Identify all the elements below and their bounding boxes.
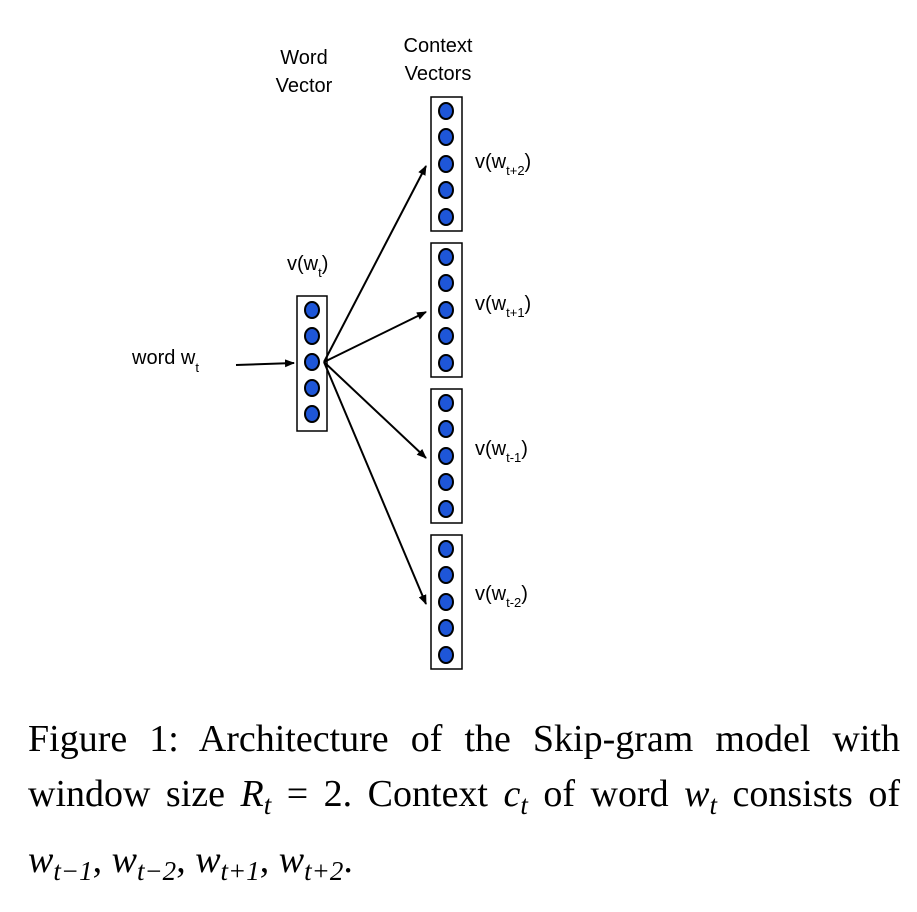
caption-math-subscript: t+1 xyxy=(220,856,260,886)
center-vector-suffix: ) xyxy=(322,253,329,275)
input-word-subscript: t xyxy=(195,360,199,375)
context-vector-node xyxy=(438,354,454,372)
center-vector-node xyxy=(304,379,320,397)
context-vector-node xyxy=(438,274,454,292)
context-label-subscript: t-2 xyxy=(506,595,521,610)
caption-math-w: w xyxy=(111,839,137,881)
context-vector-node xyxy=(438,473,454,491)
figure-caption: Figure 1: Architecture of the Skip-gram … xyxy=(28,712,900,899)
caption-math-r: R xyxy=(240,773,264,815)
caption-math-w: w xyxy=(684,773,710,815)
context-vectors-heading-line1: Context xyxy=(404,35,473,57)
context-vector-t-1 xyxy=(430,388,463,524)
arrow-to-context-t-2 xyxy=(323,361,427,605)
context-vectors-heading-line2: Vectors xyxy=(405,63,472,85)
input-word-label: word wt xyxy=(131,347,199,375)
context-vector-t-2 xyxy=(430,534,463,670)
center-word-vector xyxy=(296,295,328,432)
context-vector-node xyxy=(438,646,454,664)
input-arrow xyxy=(235,359,295,368)
input-word-prefix: word w xyxy=(131,347,196,369)
caption-math-subscript: t−1 xyxy=(53,856,93,886)
arrow-to-context-t-1 xyxy=(323,361,427,459)
context-label-subscript: t+2 xyxy=(506,163,524,178)
arrow-to-context-t+1 xyxy=(323,311,427,363)
context-vector-label-t-1: v(wt-1) xyxy=(475,438,528,465)
context-vector-label-t+2: v(wt+2) xyxy=(475,151,531,178)
word-vector-heading-line1: Word xyxy=(280,47,327,69)
caption-text: Figure 1: Architecture of the Skip-gram … xyxy=(28,718,900,815)
caption-text: = 2. Context xyxy=(271,773,504,815)
context-label-prefix: v(w xyxy=(475,293,507,315)
context-label-suffix: ) xyxy=(521,583,528,605)
context-vector-t+2 xyxy=(430,96,463,232)
context-vector-node xyxy=(438,566,454,584)
caption-math-w: w xyxy=(195,839,221,881)
context-label-subscript: t+1 xyxy=(506,305,524,320)
center-vector-subscript: t xyxy=(318,265,322,280)
caption-math-w: w xyxy=(278,839,305,881)
context-label-prefix: v(w xyxy=(475,151,507,173)
center-vector-prefix: v(w xyxy=(287,253,319,275)
context-vector-node xyxy=(438,420,454,438)
context-label-subscript: t-1 xyxy=(506,450,521,465)
caption-math-subscript: t xyxy=(709,790,717,820)
context-vector-node xyxy=(438,301,454,319)
context-vector-node xyxy=(438,619,454,637)
caption-math-subscript: t+2 xyxy=(304,856,344,886)
context-vector-node xyxy=(438,593,454,611)
context-label-suffix: ) xyxy=(521,438,528,460)
context-vector-node xyxy=(438,128,454,146)
caption-math-w: w xyxy=(28,839,54,881)
center-vector-label: v(wt) xyxy=(287,253,328,280)
context-vector-label-t+1: v(wt+1) xyxy=(475,293,531,320)
context-label-suffix: ) xyxy=(525,151,532,173)
center-vector-node xyxy=(304,405,320,423)
context-label-prefix: v(w xyxy=(475,438,507,460)
caption-separator: , xyxy=(176,839,196,881)
context-vector-node xyxy=(438,540,454,558)
caption-separator: , xyxy=(92,839,112,881)
context-vector-t+1 xyxy=(430,242,463,378)
context-vector-node xyxy=(438,181,454,199)
caption-period: . xyxy=(343,839,353,881)
context-vector-node xyxy=(438,327,454,345)
caption-separator: , xyxy=(259,839,279,881)
context-label-prefix: v(w xyxy=(475,583,507,605)
context-vector-label-t-2: v(wt-2) xyxy=(475,583,528,610)
caption-math-c: c xyxy=(503,773,521,815)
context-vector-node xyxy=(438,248,454,266)
center-vector-node xyxy=(304,301,320,319)
caption-math-subscript: t xyxy=(263,790,272,820)
center-vector-node xyxy=(304,327,320,345)
context-vector-node xyxy=(438,155,454,173)
context-label-suffix: ) xyxy=(525,293,532,315)
caption-math-subscript: t−2 xyxy=(136,856,177,886)
context-vector-node xyxy=(438,500,454,518)
caption-text: of word xyxy=(527,773,685,815)
caption-text: consists of xyxy=(717,773,900,815)
context-vector-node xyxy=(438,447,454,465)
context-vector-node xyxy=(438,208,454,226)
context-vector-node xyxy=(438,394,454,412)
skip-gram-diagram: Word Vector Context Vectors word wt v(wt… xyxy=(131,35,531,670)
caption-math-subscript: t xyxy=(520,790,528,820)
center-vector-node xyxy=(304,353,320,371)
word-vector-heading-line2: Vector xyxy=(276,75,333,97)
context-vector-node xyxy=(438,102,454,120)
arrow-to-context-t+2 xyxy=(323,165,427,363)
